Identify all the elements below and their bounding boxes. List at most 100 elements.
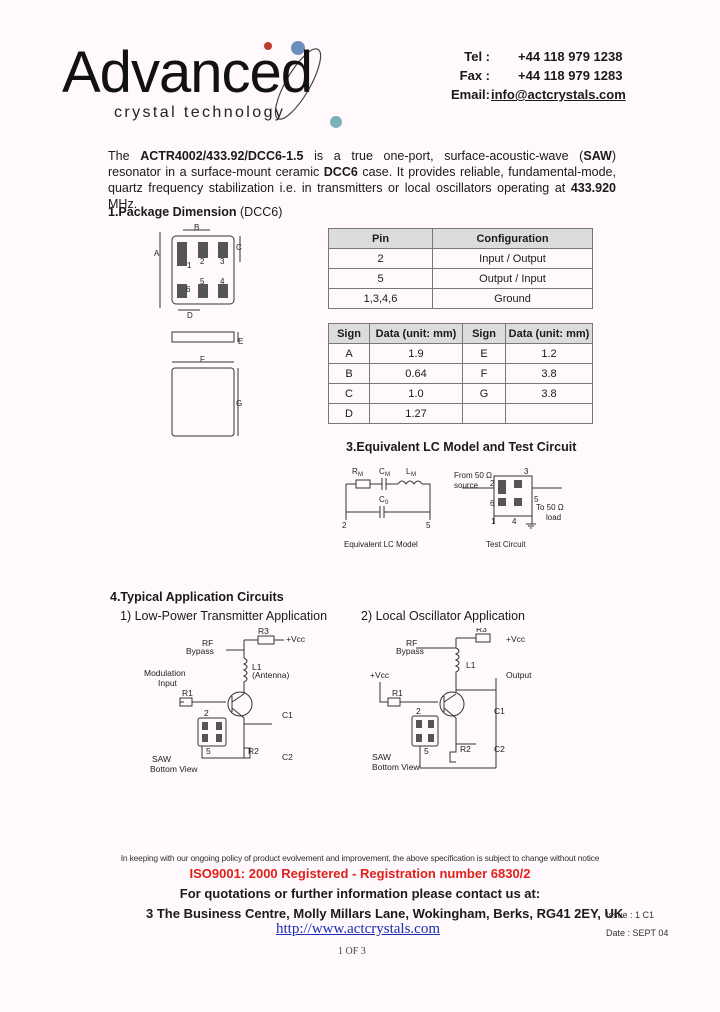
cm-subscript: M <box>385 472 390 478</box>
tx-r3-label: R3 <box>258 628 269 636</box>
tx-r1-label: R1 <box>182 688 193 698</box>
test-pin-5: 5 <box>534 495 539 504</box>
test-pin-2: 2 <box>490 479 495 488</box>
package-term: DCC6 <box>323 165 358 179</box>
sign-header: Sign <box>462 323 506 344</box>
table-cell: 1.27 <box>369 403 463 424</box>
email-link[interactable]: info@actcrystals.com <box>491 87 626 102</box>
logo-teal-ball <box>330 116 342 128</box>
dim-label-c: C <box>236 243 242 252</box>
section-package-title: 1.Package Dimension (DCC6) <box>108 205 282 219</box>
lm-subscript: M <box>411 472 416 478</box>
pin-header: Pin <box>328 228 433 249</box>
policy-note: In keeping with our ongoing policy of pr… <box>120 853 600 863</box>
iso-registration: ISO9001: 2000 Registered - Registration … <box>189 866 531 881</box>
lo-vcc-label: +Vcc <box>506 634 526 644</box>
intro-text-5: MHz. <box>108 197 138 211</box>
test-circuit-caption: Test Circuit <box>486 540 526 549</box>
dim-label-g: G <box>236 399 242 408</box>
test-pin-3: 3 <box>524 467 529 476</box>
data-header: Data (unit: mm) <box>369 323 463 344</box>
table-cell: C <box>328 383 370 404</box>
intro-text-1: The <box>108 149 141 163</box>
tx-bypass-label: Bypass <box>186 646 214 656</box>
saw-term: SAW <box>583 149 612 163</box>
co-subscript: 0 <box>385 500 389 506</box>
issue-number: Issue : 1 C1 <box>606 910 655 920</box>
co-label: C <box>379 495 385 504</box>
tel-number: +44 118 979 1238 <box>518 49 623 64</box>
logo-red-ball <box>264 42 272 50</box>
pin-table-header: Pin Configuration <box>328 228 593 249</box>
email-label: Email: <box>450 87 490 102</box>
data-header: Data (unit: mm) <box>505 323 593 344</box>
tx-r2-label: R2 <box>248 746 259 756</box>
rm-subscript: M <box>358 472 363 478</box>
tx-antenna-label: (Antenna) <box>252 670 289 680</box>
table-cell: E <box>462 343 506 364</box>
pad-label-4: 4 <box>220 277 225 286</box>
lo-r2-label: R2 <box>460 744 471 754</box>
issue-date: Date : SEPT 04 <box>606 928 669 938</box>
table-cell: Ground <box>432 288 593 309</box>
test-pin-1: 1 <box>491 517 496 526</box>
tx-saw-pin-2: 2 <box>204 708 209 718</box>
tx-l1-label: L1 <box>252 662 262 672</box>
transmitter-subtitle: 1) Low-Power Transmitter Application <box>120 609 328 623</box>
test-pin-6: 6 <box>490 499 495 508</box>
tx-bottom-view-label: Bottom View <box>150 764 198 774</box>
dimension-data-table: Sign Data (unit: mm) Sign Data (unit: mm… <box>328 323 593 424</box>
quotation-line: For quotations or further information pl… <box>179 886 541 901</box>
company-address: 3 The Business Centre, Molly Millars Lan… <box>146 906 624 921</box>
table-cell: Input / Output <box>432 248 593 269</box>
tx-input-label: Input <box>158 678 178 688</box>
table-cell: 1.2 <box>505 343 593 364</box>
fax-label: Fax : <box>459 68 490 83</box>
logo-blue-ball <box>291 41 305 55</box>
table-cell: 5 <box>328 268 433 289</box>
source-label: source <box>454 481 479 490</box>
table-cell <box>462 403 506 424</box>
table-cell: 1.9 <box>369 343 463 364</box>
oscillator-subtitle: 2) Local Oscillator Application <box>361 609 525 623</box>
lo-rf-label: RF <box>406 638 417 648</box>
table-cell: B <box>328 363 370 384</box>
test-pin-4: 4 <box>512 517 517 526</box>
lm-label: L <box>406 467 411 476</box>
table-cell: D <box>328 403 370 424</box>
dim-label-a: A <box>154 249 160 258</box>
lc-model-caption: Equivalent LC Model <box>344 540 418 549</box>
table-cell: 2 <box>328 248 433 269</box>
sign-header: Sign <box>328 323 370 344</box>
lo-saw-pin-5: 5 <box>424 746 429 756</box>
lo-r3-label: R3 <box>476 628 487 634</box>
pad-label-3: 3 <box>220 257 225 266</box>
lo-r1-label: R1 <box>392 688 403 698</box>
logo-wordmark: Advanced <box>62 40 313 105</box>
pad-label-2: 2 <box>200 257 205 266</box>
website-link[interactable]: http://www.actcrystals.com <box>276 921 440 937</box>
intro-text-3: ) resonator in a surface-mount ceramic <box>108 149 617 179</box>
tx-rf-label: RF <box>202 638 213 648</box>
logo-orbit-graphic <box>264 41 342 128</box>
lo-bottom-view-label: Bottom View <box>372 762 420 772</box>
dim-label-d: D <box>187 311 193 320</box>
tx-vcc-label: +Vcc <box>286 634 306 644</box>
lo-bypass-label: Bypass <box>396 646 424 656</box>
node-5-label: 5 <box>426 521 431 530</box>
configuration-header: Configuration <box>432 228 593 249</box>
section-application-title: 4.Typical Application Circuits <box>110 590 284 604</box>
section1-title-text: 1.Package Dimension <box>108 205 237 219</box>
table-cell: G <box>462 383 506 404</box>
tel-label: Tel : <box>464 49 490 64</box>
table-cell: 3.8 <box>505 363 593 384</box>
oscillator-circuit: RF Bypass R3 +Vcc L1 Output +Vcc R1 C1 R… <box>370 628 532 772</box>
fax-number: +44 118 979 1283 <box>518 68 623 83</box>
dim-label-e: E <box>238 337 243 346</box>
